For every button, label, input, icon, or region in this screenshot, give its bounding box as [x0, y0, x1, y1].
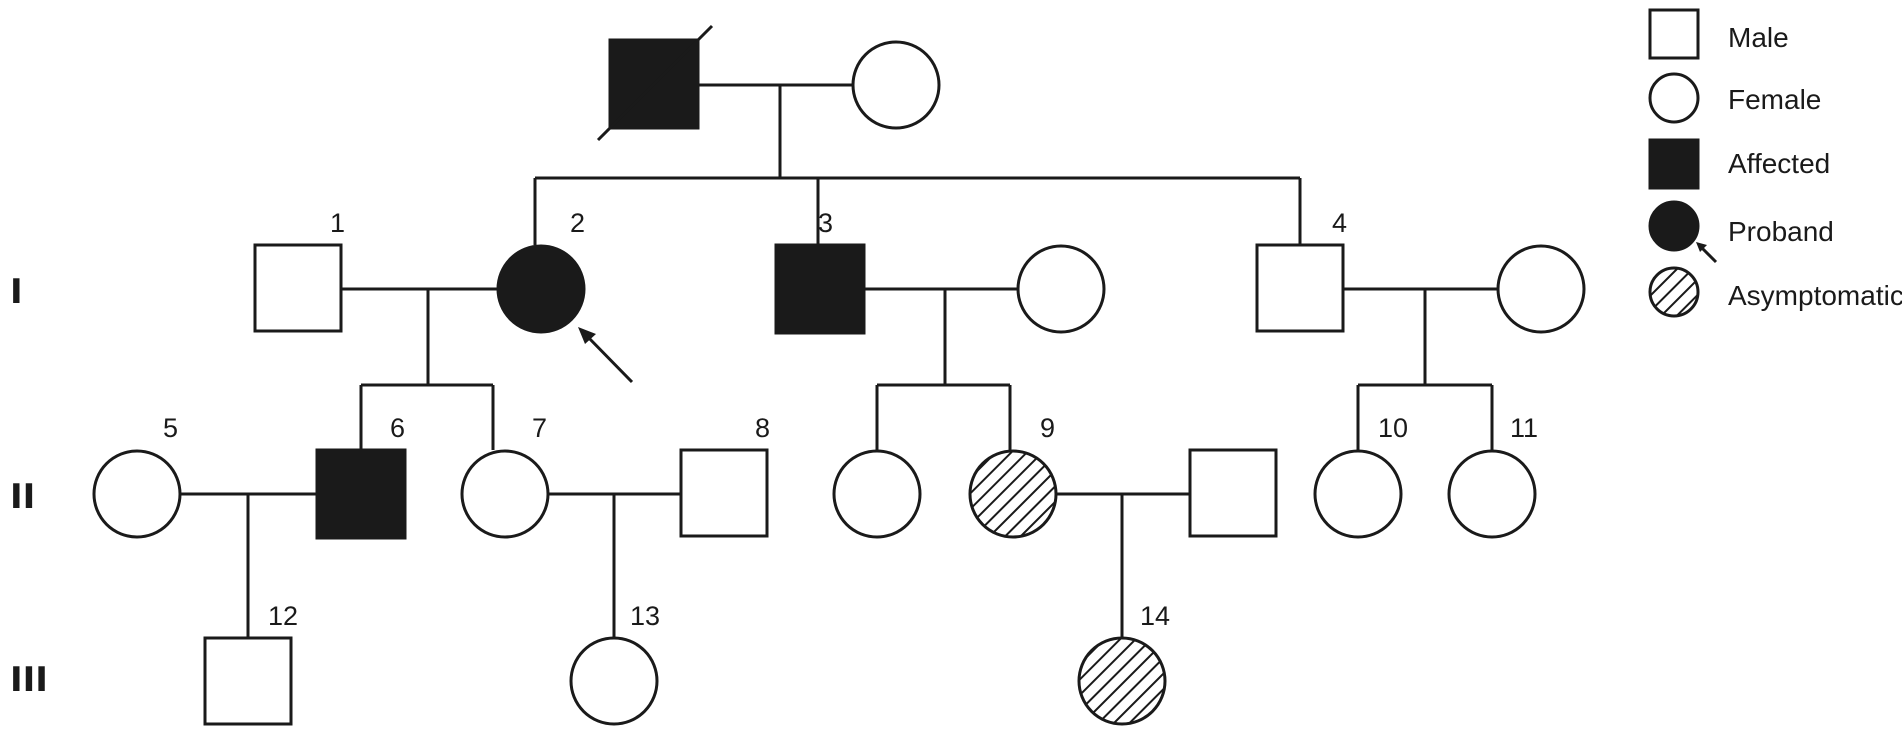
individual-2-proband	[496, 244, 586, 334]
id-label-5: 5	[163, 413, 178, 443]
id-label-12: 12	[268, 601, 298, 631]
legend-asymptomatic-symbol	[1648, 266, 1700, 318]
id-label-2: 2	[570, 208, 585, 238]
individual-6-male-affected	[315, 448, 407, 540]
spouse-of-3-female	[1016, 244, 1106, 334]
legend-proband-symbol	[1648, 200, 1700, 252]
child-of-3-female	[832, 449, 922, 539]
connection-lines	[180, 83, 1498, 638]
id-label-4: 4	[1332, 208, 1347, 238]
id-label-1: 1	[330, 208, 345, 238]
legend-male-symbol	[1648, 8, 1700, 60]
id-label-13: 13	[630, 601, 660, 631]
individual-8-male	[679, 448, 769, 538]
individual-1-male	[253, 243, 343, 333]
deceased-slash	[596, 24, 714, 142]
individual-3-male-affected	[774, 243, 866, 335]
founder-female	[851, 40, 941, 130]
legend-proband-arrow-head	[1696, 242, 1707, 252]
individual-9-female-asymptomatic	[968, 449, 1058, 539]
legend-proband-label: Proband	[1728, 216, 1834, 247]
legend-affected-label: Affected	[1728, 148, 1830, 179]
legend: Male Female Affected Proband Asymptomati…	[1648, 8, 1902, 318]
proband-arrow-head	[578, 327, 596, 344]
id-label-11: 11	[1510, 413, 1538, 443]
individual-11-female	[1447, 449, 1537, 539]
individual-13-female	[569, 636, 659, 726]
legend-female-label: Female	[1728, 84, 1821, 115]
spouse-of-4-female	[1496, 244, 1586, 334]
legend-affected-symbol	[1648, 138, 1700, 190]
id-label-9: 9	[1040, 413, 1055, 443]
generation-label-2: II	[10, 477, 35, 517]
individual-10-female	[1313, 449, 1403, 539]
generation-label-3: III	[10, 660, 48, 700]
legend-female-symbol	[1648, 72, 1700, 124]
id-label-3: 3	[818, 208, 833, 238]
individual-14-female-asymptomatic	[1077, 636, 1167, 726]
individual-7-female	[460, 449, 550, 539]
generation-label-1: I	[10, 272, 23, 312]
legend-asymptomatic-label: Asymptomatic	[1728, 280, 1902, 311]
legend-male-label: Male	[1728, 22, 1789, 53]
id-label-7: 7	[532, 413, 547, 443]
id-label-14: 14	[1140, 601, 1170, 631]
individual-4-male	[1255, 243, 1345, 333]
individual-12-male	[203, 636, 293, 726]
spouse-of-9-male	[1188, 448, 1278, 538]
individual-5-female	[92, 449, 182, 539]
id-label-6: 6	[390, 413, 405, 443]
proband-arrow-line	[583, 332, 634, 384]
id-label-8: 8	[755, 413, 770, 443]
id-label-10: 10	[1378, 413, 1408, 443]
